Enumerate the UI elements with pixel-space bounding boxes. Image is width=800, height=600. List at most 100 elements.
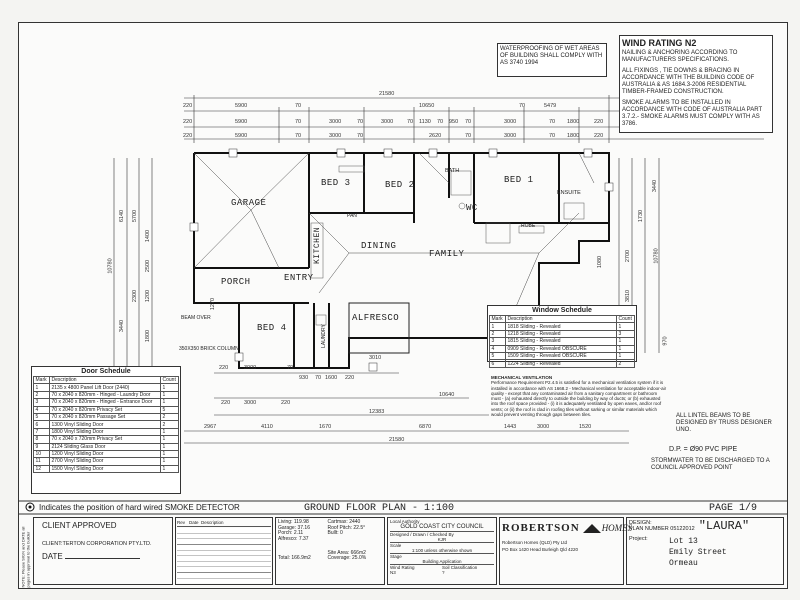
- dim-right-5: 970: [662, 336, 669, 346]
- dim-row3-10: 220: [594, 133, 604, 139]
- room-wc: WC: [466, 203, 478, 213]
- dim-row1-1: 5900: [235, 103, 248, 109]
- lintel-note: ALL LINTEL BEAMS TO BE DESIGNED BY TRUSS…: [676, 413, 772, 433]
- dim-row1-0: 220: [183, 103, 193, 109]
- dim-left-7: 1200: [145, 289, 152, 303]
- dim-row2-4: 70: [357, 119, 364, 125]
- dim-row2-14: 220: [594, 119, 604, 125]
- dim-right-1: 10780: [653, 248, 660, 264]
- project-suburb: Ormeau: [669, 559, 698, 568]
- dim-row3-1: 5900: [235, 133, 248, 139]
- beam-over-label: BEAM OVER: [181, 315, 211, 321]
- company-block: ROBERTSON HOMES Robertson Homes (QLD) Pt…: [499, 517, 632, 585]
- dim-bottom5-1: 4110: [261, 424, 273, 430]
- dim-row2-5: 3000: [381, 119, 394, 125]
- dim-row2-10: 70: [465, 119, 472, 125]
- waterproofing-note: WATERPROOFING OF WET AREAS OF BUILDING S…: [497, 43, 607, 77]
- room-dining: DINING: [361, 241, 397, 251]
- room-bed2: BED 2: [385, 180, 415, 190]
- footings-text: ALL FIXINGS , TIE DOWNS & BRACING IN ACC…: [622, 68, 755, 95]
- smoke-detector-legend: Indicates the position of hard wired SMO…: [39, 503, 240, 512]
- room-bed4: BED 4: [257, 323, 287, 333]
- date-field[interactable]: DATE: [42, 553, 170, 561]
- window-schedule-title: Window Schedule: [532, 307, 592, 314]
- room-ensuite: ENSUITE: [557, 190, 581, 196]
- dim-left-8: 1800: [145, 329, 152, 343]
- dim-bottom1-6: 220: [345, 375, 355, 381]
- dim-misc-1: 1270: [210, 297, 217, 311]
- window-schedule: Window Schedule Mark Description Count 1…: [487, 305, 637, 368]
- room-family: FAMILY: [429, 249, 465, 259]
- dim-bottom4: 12383: [369, 409, 385, 415]
- authority-block: Local Authority GOLD COAST CITY COUNCIL …: [387, 517, 497, 585]
- floor-plan: [19, 95, 787, 515]
- client-approved-title: CLIENT APPROVED: [42, 521, 117, 530]
- dim-misc-0: 3010: [369, 355, 382, 361]
- dim-left-0: 10780: [107, 258, 114, 274]
- room-kitchen: KITCHEN: [313, 226, 323, 265]
- dim-right-2: 2700: [625, 249, 632, 263]
- dim-overall-bottom: 21580: [389, 437, 405, 443]
- wind-rating-text: NAILING & ANCHORING ACCORDING TO MANUFAC…: [622, 50, 738, 63]
- stormwater-note: STORMWATER TO BE DISCHARGED TO A COUNCIL…: [651, 458, 770, 471]
- room-pantry: PAN: [347, 213, 357, 219]
- dim-misc-3: 1080: [597, 255, 604, 269]
- room-robe: ROBE: [521, 223, 536, 229]
- house-icon: [582, 524, 601, 533]
- dim-right-0: 3440: [652, 179, 659, 193]
- page-number: PAGE 1/9: [709, 503, 758, 514]
- dim-row1-3: 10650: [419, 103, 435, 109]
- dim-left-2: 3440: [119, 319, 126, 333]
- client-name: CLIENT:TERTON CORPORATION PTY.LTD.: [42, 541, 152, 547]
- room-porch: PORCH: [221, 277, 251, 287]
- dim-row2-8: 70: [437, 119, 444, 125]
- dim-row1-5: 5479: [544, 103, 557, 109]
- dim-row1-4: 70: [519, 103, 526, 109]
- dim-row2-6: 70: [407, 119, 414, 125]
- dim-bottom1-2: 70: [287, 365, 294, 371]
- dim-row2-13: 1800: [567, 119, 580, 125]
- room-laundry: LAUNDRY: [320, 324, 327, 348]
- dim-row2-1: 5900: [235, 119, 248, 125]
- mechanical-ventilation-note: MECHANICAL VENTILATION Performance Requi…: [491, 375, 667, 418]
- room-alfresco: ALFRESCO: [352, 313, 400, 323]
- dim-row3-8: 70: [549, 133, 556, 139]
- dim-bottom5-3: 6870: [419, 424, 432, 430]
- dim-row3-3: 3000: [329, 133, 342, 139]
- dim-row2-3: 3000: [329, 119, 342, 125]
- plan-title: GROUND FLOOR PLAN - 1:100: [304, 503, 455, 514]
- dim-bottom5-4: 1443: [504, 424, 517, 430]
- revision-block: Rev Date Description: [175, 517, 273, 585]
- dim-row2-12: 70: [549, 119, 556, 125]
- dim-left-5: 1400: [145, 229, 152, 243]
- dim-bottom5-6: 1520: [579, 424, 592, 430]
- dim-left-3: 5700: [132, 209, 139, 223]
- area-block: Living: 119.98 Garage: 37.16 Porch: 2.11…: [275, 517, 385, 585]
- room-bath: BATH: [445, 168, 460, 174]
- dim-row2-11: 3000: [504, 119, 517, 125]
- dim-bottom2-1: 3000: [244, 400, 257, 406]
- dim-row2-7: 1130: [419, 119, 431, 125]
- dim-bottom1-1: 3000: [244, 365, 257, 371]
- dim-bottom1-5: 1600: [325, 375, 338, 381]
- project-lot: Lot 13: [669, 537, 698, 546]
- room-bed1: BED 1: [504, 175, 534, 185]
- dim-bottom5-0: 2967: [204, 424, 217, 430]
- wind-rating-title: WIND RATING N2: [622, 38, 697, 48]
- dim-row3-2: 70: [295, 133, 302, 139]
- project-block: DESIGN: PLAN NUMBER 05122012 "LAURA" Pro…: [626, 517, 784, 585]
- dim-bottom3: 10640: [439, 392, 455, 398]
- drawing-sheet: WATERPROOFING OF WET AREAS OF BUILDING S…: [18, 22, 788, 589]
